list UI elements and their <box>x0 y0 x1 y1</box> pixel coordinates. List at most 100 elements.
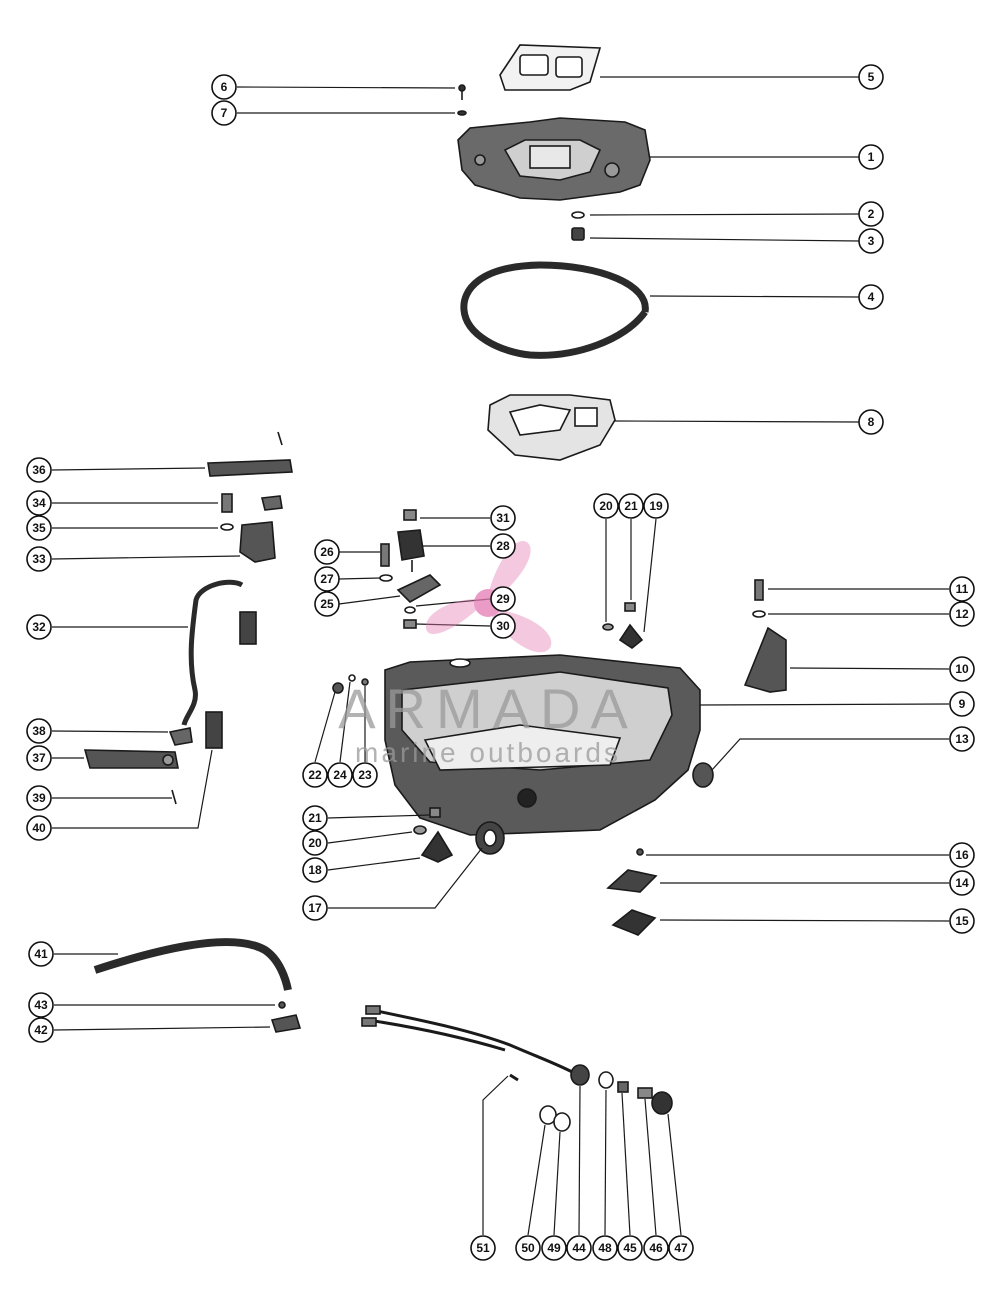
part-wiring-harness <box>361 1005 590 1086</box>
part-washer-2 <box>571 211 585 219</box>
callout-43: 43 <box>28 992 54 1018</box>
svg-text:11: 11 <box>956 582 969 596</box>
callout-36: 36 <box>26 457 52 483</box>
part-nut-31 <box>403 509 417 521</box>
callout-15: 15 <box>949 908 975 934</box>
svg-text:51: 51 <box>476 1241 490 1255</box>
part-clip-42 <box>270 1014 302 1033</box>
callout-12: 12 <box>949 601 975 627</box>
svg-text:12: 12 <box>955 607 969 621</box>
svg-text:8: 8 <box>868 415 875 429</box>
part-clip-38 <box>168 727 193 746</box>
part-grommet-13 <box>692 762 714 788</box>
svg-text:16: 16 <box>955 848 969 862</box>
part-bracket-10 <box>743 626 787 693</box>
svg-text:17: 17 <box>308 901 322 915</box>
part-nut-21-lower <box>429 807 441 818</box>
part-washer-35 <box>220 523 234 531</box>
svg-text:49: 49 <box>547 1241 561 1255</box>
callout-11: 11 <box>949 576 975 602</box>
part-screw-16 <box>636 848 644 856</box>
callout-31: 31 <box>490 505 516 531</box>
part-hose-41 <box>93 938 292 991</box>
callout-47: 47 <box>668 1235 694 1261</box>
part-washer-20-upper <box>602 623 614 631</box>
svg-text:35: 35 <box>32 521 46 535</box>
svg-text:6: 6 <box>221 80 228 94</box>
callout-21-upper: 21 <box>618 493 644 519</box>
part-mount-28 <box>397 529 425 561</box>
callout-19: 19 <box>643 493 669 519</box>
callout-14: 14 <box>949 870 975 896</box>
svg-text:30: 30 <box>496 619 510 633</box>
callout-9: 9 <box>949 691 975 717</box>
watermark-brand: ARMADA <box>338 677 638 740</box>
part-washer-29 <box>404 606 416 614</box>
callout-5: 5 <box>858 64 884 90</box>
part-ring-48 <box>598 1071 614 1089</box>
callout-25: 25 <box>314 591 340 617</box>
svg-text:3: 3 <box>868 234 875 248</box>
leader-lines <box>51 76 950 1236</box>
svg-text:34: 34 <box>32 496 46 510</box>
svg-text:14: 14 <box>955 876 969 890</box>
svg-text:10: 10 <box>955 662 969 676</box>
callout-17: 17 <box>302 895 328 921</box>
svg-text:15: 15 <box>955 914 969 928</box>
callout-49: 49 <box>541 1235 567 1261</box>
svg-text:2: 2 <box>868 207 875 221</box>
part-plate-14 <box>606 869 658 893</box>
callout-21-lower: 21 <box>302 805 328 831</box>
part-plate-25 <box>396 574 442 603</box>
callout-3: 3 <box>858 228 884 254</box>
watermark-tagline: marine outboards <box>355 737 621 768</box>
svg-text:29: 29 <box>496 592 510 606</box>
svg-text:27: 27 <box>320 572 334 586</box>
part-screw-51 <box>509 1073 519 1082</box>
svg-text:32: 32 <box>32 620 46 634</box>
callout-13: 13 <box>949 726 975 752</box>
callout-8: 8 <box>858 409 884 435</box>
callout-35: 35 <box>26 515 52 541</box>
callout-20-upper: 20 <box>593 493 619 519</box>
callout-40: 40 <box>26 815 52 841</box>
svg-text:9: 9 <box>959 697 966 711</box>
svg-text:37: 37 <box>32 751 46 765</box>
callout-38: 38 <box>26 718 52 744</box>
part-sleeve-40 <box>205 711 223 749</box>
svg-text:33: 33 <box>32 552 46 566</box>
callout-24: 24 <box>327 762 353 788</box>
svg-text:20: 20 <box>599 499 613 513</box>
callouts: 5 6 7 1 2 3 4 8 36 34 35 33 32 38 37 39 … <box>26 64 975 1261</box>
svg-text:21: 21 <box>624 499 638 513</box>
callout-33: 33 <box>26 546 52 572</box>
callout-6: 6 <box>211 74 237 100</box>
part-cap-47 <box>651 1091 673 1115</box>
part-upper-lever <box>207 431 293 477</box>
part-screw-23 <box>361 678 369 686</box>
callout-37: 37 <box>26 745 52 771</box>
part-bolt-26 <box>380 543 390 567</box>
part-washer-46 <box>637 1087 653 1099</box>
svg-text:43: 43 <box>34 998 48 1012</box>
callout-27: 27 <box>314 566 340 592</box>
callout-48: 48 <box>592 1235 618 1261</box>
callout-51: 51 <box>470 1235 496 1261</box>
part-washer-24 <box>348 674 356 682</box>
part-screw-11 <box>754 579 764 601</box>
callout-28: 28 <box>490 533 516 559</box>
svg-text:48: 48 <box>598 1241 612 1255</box>
part-lower-lever <box>83 749 179 769</box>
callout-23: 23 <box>352 762 378 788</box>
callout-46: 46 <box>643 1235 669 1261</box>
callout-22: 22 <box>302 762 328 788</box>
watermark: ARMADA marine outboards <box>338 541 638 768</box>
parts-layer <box>83 44 787 1132</box>
svg-text:42: 42 <box>34 1023 48 1037</box>
part-nut-21-upper <box>624 602 636 612</box>
part-top-gasket <box>499 44 602 91</box>
part-screw-43 <box>278 1001 286 1009</box>
part-link-rod <box>181 579 244 726</box>
callout-29: 29 <box>490 586 516 612</box>
